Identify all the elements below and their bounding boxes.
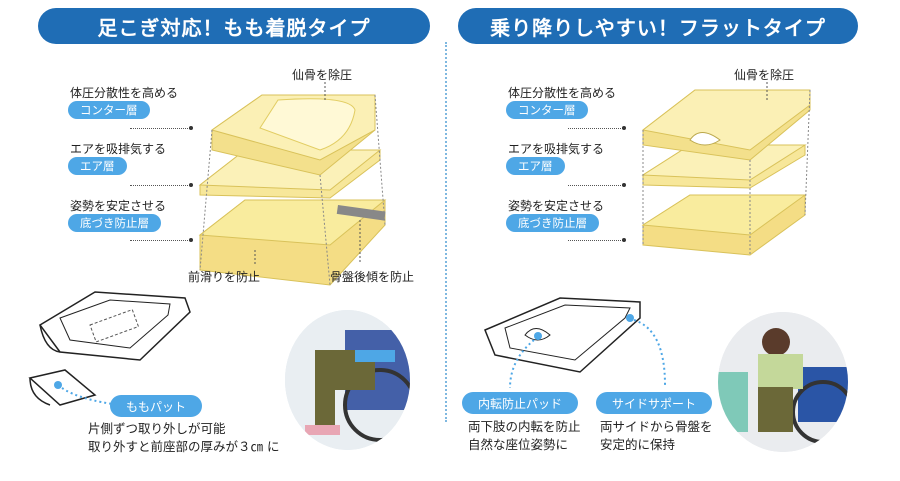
left-header: 足こぎ対応！もも着脱タイプ (38, 8, 430, 44)
left-desc-line1: 片側ずつ取り外しが可能 (88, 421, 226, 436)
left-leader-dot-2 (189, 183, 193, 187)
left-leader-dot-3 (189, 238, 193, 242)
right-adduction-desc-line1: 両下肢の内転を防止 (468, 419, 581, 434)
left-callout-sacrum: 仙骨を除圧 (292, 68, 353, 82)
left-layer1-caption: 体圧分散性を高める (70, 86, 179, 100)
left-callout-pelvis: 骨盤後傾を防止 (330, 270, 415, 284)
right-feature-chip-side-support: サイドサポート (596, 392, 713, 414)
left-layer3-caption: 姿勢を安定させる (70, 199, 167, 213)
right-leader-1 (568, 128, 623, 129)
left-feature-chip: ももパット (110, 395, 203, 417)
left-panel: 足こぎ対応！もも着脱タイプ 体圧分散性を高める コンター層 エアを吸排気する エ… (0, 0, 440, 481)
right-cushion-outline-sketch (484, 297, 666, 389)
left-callout-front-slip: 前滑りを防止 (188, 270, 261, 284)
left-photo-wheelchair-user (285, 310, 410, 450)
right-side-desc-line1: 両サイドから骨盤を (600, 419, 713, 434)
right-leader-dot-1 (622, 126, 626, 130)
left-layer2-caption: エアを吸排気する (70, 142, 167, 156)
right-layer1-chip: コンター層 (506, 101, 588, 119)
right-leader-dot-2 (622, 183, 626, 187)
left-leader-3 (130, 240, 190, 241)
right-layer3-chip: 底づき防止層 (506, 214, 599, 232)
left-layer3-chip: 底づき防止層 (68, 214, 161, 232)
left-leader-dot-1 (189, 126, 193, 130)
left-layer2-chip: エア層 (68, 157, 127, 175)
right-panel: 乗り降りしやすい！フラットタイプ 体圧分散性を高める コンター層 エアを吸排気す… (450, 0, 900, 481)
right-leader-2 (568, 185, 623, 186)
left-cushion-exploded-illustration (198, 82, 387, 286)
left-layer1-chip: コンター層 (68, 101, 150, 119)
left-leader-2 (130, 185, 190, 186)
right-leader-3 (568, 240, 623, 241)
left-leader-1 (130, 128, 190, 129)
panel-divider (445, 42, 447, 422)
right-layer2-caption: エアを吸排気する (508, 142, 605, 156)
right-layer3-caption: 姿勢を安定させる (508, 199, 605, 213)
right-layer1-caption: 体圧分散性を高める (508, 86, 617, 100)
right-feature-chip-adduction-pad: 内転防止パッド (462, 392, 579, 414)
right-photo-transfer (718, 312, 848, 452)
right-leader-dot-3 (622, 238, 626, 242)
right-cushion-exploded-illustration (641, 82, 811, 256)
left-desc-line2: 取り外すと前座部の厚みが３㎝ に (88, 439, 280, 454)
right-callout-sacrum: 仙骨を除圧 (734, 68, 795, 82)
right-layer2-chip: エア層 (506, 157, 565, 175)
right-side-desc-line2: 安定的に保持 (600, 437, 676, 452)
left-cushion-outline-sketch (28, 291, 191, 406)
right-header: 乗り降りしやすい！フラットタイプ (458, 8, 858, 44)
right-adduction-desc-line2: 自然な座位姿勢に (468, 437, 569, 452)
